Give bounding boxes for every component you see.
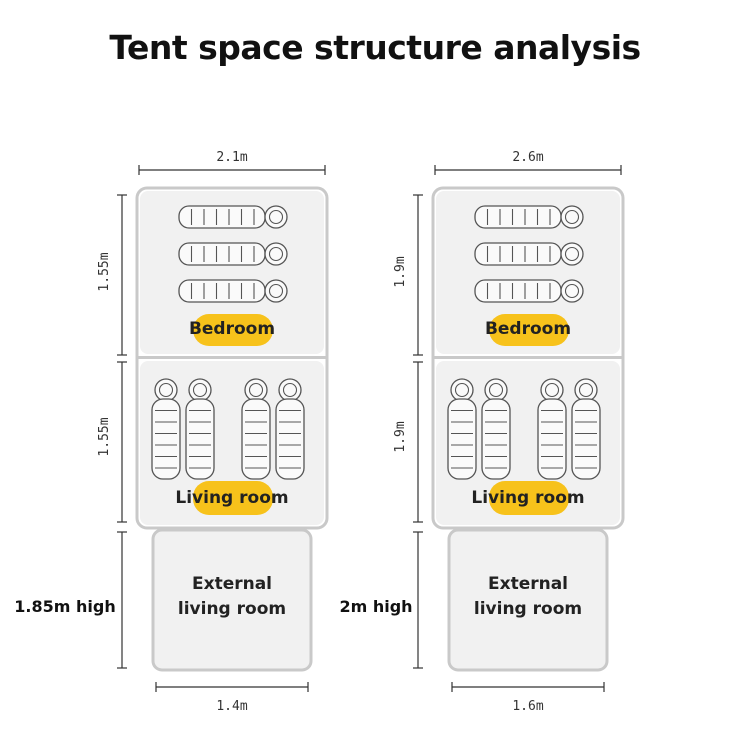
bottom-width-label: 1.6m (512, 699, 543, 714)
bedroom-label-highlight (489, 314, 569, 346)
living-room-area (436, 361, 620, 525)
living-depth-label: 1.55m (97, 417, 112, 456)
sleeping-bag-icon (571, 378, 601, 480)
bedroom-label: Bedroom (189, 319, 275, 339)
bedroom-depth-label: 1.9m (393, 256, 408, 287)
sleeping-bag-icon (178, 205, 288, 229)
external-label-line2: living room (178, 599, 286, 619)
living-depth-label: 1.9m (393, 421, 408, 452)
bedroom-area (140, 191, 324, 354)
sleeping-bag-icon (178, 242, 288, 266)
sleeping-bag-icon (537, 378, 567, 480)
sleeping-bag-icon (241, 378, 271, 480)
top-width-label: 2.6m (512, 150, 543, 165)
sleeping-bag-icon (185, 378, 215, 480)
sleeping-bag-icon (474, 205, 584, 229)
page-title: Tent space structure analysis (109, 28, 641, 67)
sleeping-bag-icon (151, 378, 181, 480)
bedroom-area (436, 191, 620, 354)
sleeping-bag-icon (474, 279, 584, 303)
top-width-label: 2.1m (216, 150, 247, 165)
living-room-label-highlight (193, 481, 273, 515)
external-label-line2: living room (474, 599, 582, 619)
external-height-label: 2m high (339, 597, 412, 616)
external-living-room-area (151, 528, 313, 672)
living-room-label: Living room (175, 488, 288, 508)
sleeping-bag-icon (447, 378, 477, 480)
external-height-label: 1.85m high (14, 597, 115, 616)
bottom-width-label: 1.4m (216, 699, 247, 714)
sleeping-bag-icon (481, 378, 511, 480)
bedroom-depth-label: 1.55m (97, 252, 112, 291)
living-room-label-highlight (489, 481, 569, 515)
living-room-area (140, 361, 324, 525)
bedroom-label-highlight (193, 314, 273, 346)
external-label-line1: External (488, 574, 568, 594)
sleeping-bag-icon (474, 242, 584, 266)
living-room-label: Living room (471, 488, 584, 508)
sleeping-bag-icon (178, 279, 288, 303)
bedroom-label: Bedroom (485, 319, 571, 339)
external-living-room-area (447, 528, 609, 672)
external-label-line1: External (192, 574, 272, 594)
sleeping-bag-icon (275, 378, 305, 480)
